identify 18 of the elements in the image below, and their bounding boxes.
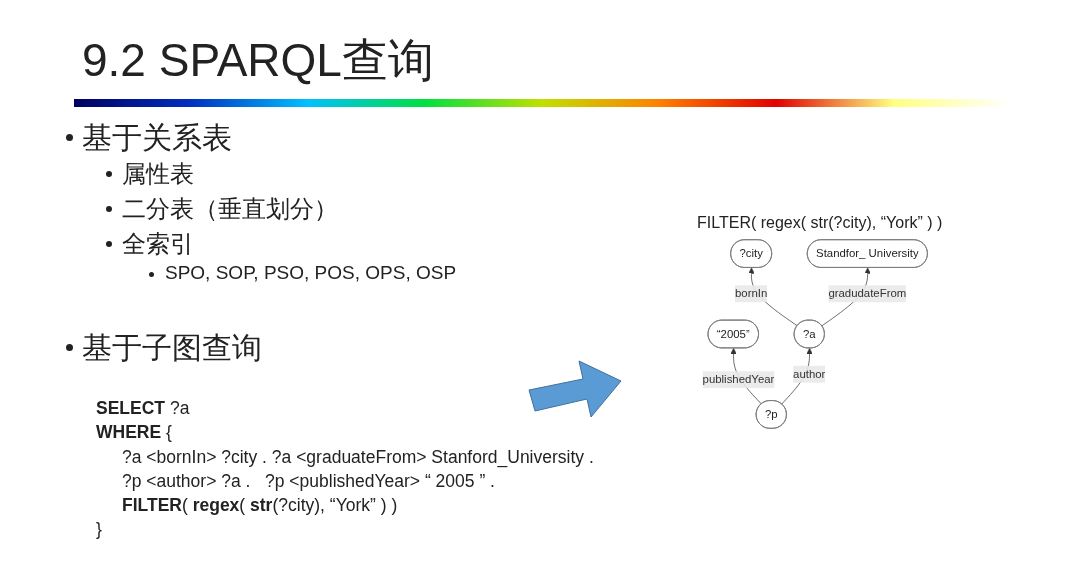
code-line: WHERE { <box>96 422 172 443</box>
code-line: SELECT ?a <box>96 398 190 419</box>
code-line: ?p <author> ?a . ?p <publishedYear> “ 2005 ” . <box>122 471 495 492</box>
edge-label: author <box>793 367 826 380</box>
code-line: ?a <bornIn> ?city . ?a <graduateFrom> Stanford_University . <box>122 447 594 468</box>
edge-label: publishedYear <box>702 373 775 386</box>
bullet-text: 二分表（垂直划分） <box>122 194 338 224</box>
edge-label: gradudateFrom <box>828 287 907 300</box>
bullet-text: SPO, SOP, PSO, POS, OPS, OSP <box>165 262 457 284</box>
code-line: } <box>96 519 102 540</box>
bullet-text: 基于关系表 <box>82 120 232 156</box>
bullet-text: 全索引 <box>122 229 194 259</box>
bullet-text: 基于子图查询 <box>82 330 262 366</box>
bullet-text: 属性表 <box>122 159 194 189</box>
code-line: FILTER( regex( str(?city), “York” ) ) <box>122 495 398 516</box>
edge-label: bornIn <box>735 287 768 300</box>
slide-title: 9.2 SPARQL查询 <box>82 33 434 88</box>
filter-note: FILTER( regex( str(?city), “York” ) ) <box>697 214 943 232</box>
